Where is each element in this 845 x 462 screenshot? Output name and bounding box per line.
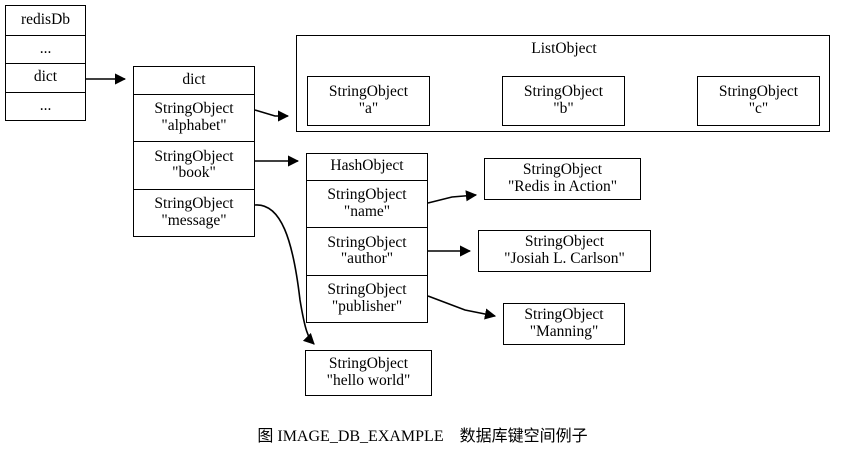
- hashobject-title: HashObject: [307, 154, 427, 180]
- listobject-item-a-type: StringObject: [328, 83, 409, 101]
- hashobject-field-author-value: "author": [340, 250, 394, 268]
- value-box-message-value: "hello world": [326, 372, 411, 389]
- value-box-publisher-value: "Manning": [529, 323, 599, 340]
- hashobject-field-author-type: StringObject: [327, 233, 407, 251]
- listobject-item-a-cell: StringObject "a": [308, 77, 429, 125]
- hashobject-field-publisher: StringObject "publisher": [307, 274, 427, 322]
- listobject-item-c-value: "c": [748, 100, 769, 117]
- listobject-title: ListObject: [531, 40, 597, 57]
- value-box-message: StringObject "hello world": [305, 350, 432, 396]
- redisdb-row-2: ...: [6, 91, 85, 120]
- listobject-item-a: StringObject "a": [307, 76, 430, 126]
- edge-name-to-value: [427, 190, 478, 204]
- value-box-author-value: "Josiah L. Carlson": [504, 250, 625, 267]
- value-box-name: StringObject "Redis in Action": [484, 158, 641, 200]
- redisdb-table: redisDb ... dict ...: [5, 5, 86, 121]
- hashobject-field-name-value: "name": [343, 202, 391, 220]
- listobject-item-b-type: StringObject: [523, 83, 604, 101]
- listobject-item-b-value: "b": [553, 100, 574, 117]
- value-box-name-value: "Redis in Action": [507, 178, 618, 195]
- dict-entry-book: StringObject "book": [134, 141, 254, 189]
- dict-entry-book-type: StringObject: [154, 147, 234, 165]
- dict-entry-alphabet: StringObject "alphabet": [134, 93, 254, 142]
- value-box-publisher: StringObject "Manning": [503, 303, 625, 345]
- dict-entry-book-value: "book": [172, 164, 216, 182]
- dict-entry-message: StringObject "message": [134, 188, 254, 236]
- dict-table: dict StringObject "alphabet" StringObjec…: [133, 66, 255, 237]
- figure-caption: 图 IMAGE_DB_EXAMPLE 数据库键空间例子: [257, 428, 588, 445]
- redisdb-row-dict: dict: [6, 63, 85, 92]
- value-box-name-type: StringObject: [522, 161, 603, 179]
- value-box-name-cell: StringObject "Redis in Action": [485, 159, 640, 199]
- dict-entry-alphabet-value: "alphabet": [161, 116, 227, 134]
- edge-alphabet-to-listobject: [254, 109, 290, 122]
- listobject-item-c-cell: StringObject "c": [698, 77, 819, 125]
- hashobject-field-publisher-type: StringObject: [327, 281, 407, 299]
- hashobject-field-name: StringObject "name": [307, 179, 427, 228]
- dict-entry-message-type: StringObject: [154, 195, 234, 213]
- value-box-author-cell: StringObject "Josiah L. Carlson": [479, 231, 650, 271]
- value-box-message-type: StringObject: [328, 355, 409, 373]
- hashobject-table: HashObject StringObject "name" StringObj…: [306, 153, 428, 323]
- dict-entry-alphabet-type: StringObject: [154, 100, 234, 118]
- redisdb-title: redisDb: [6, 6, 85, 35]
- hashobject-field-publisher-value: "publisher": [331, 297, 403, 315]
- listobject-item-c: StringObject "c": [697, 76, 820, 126]
- value-box-message-cell: StringObject "hello world": [306, 351, 431, 395]
- hashobject-field-author: StringObject "author": [307, 227, 427, 275]
- value-box-author: StringObject "Josiah L. Carlson": [478, 230, 651, 272]
- value-box-publisher-cell: StringObject "Manning": [504, 304, 624, 344]
- value-box-publisher-type: StringObject: [524, 306, 604, 324]
- listobject-item-a-value: "a": [358, 100, 379, 117]
- value-box-author-type: StringObject: [524, 233, 605, 251]
- listobject-item-b: StringObject "b": [502, 76, 625, 126]
- listobject-item-b-cell: StringObject "b": [503, 77, 624, 125]
- dict-entry-message-value: "message": [161, 211, 227, 229]
- listobject-item-c-type: StringObject: [718, 83, 799, 101]
- redisdb-row-0: ...: [6, 34, 85, 63]
- hashobject-field-name-type: StringObject: [327, 186, 407, 204]
- edge-publisher-to-value: [427, 295, 497, 320]
- dict-title: dict: [134, 67, 254, 94]
